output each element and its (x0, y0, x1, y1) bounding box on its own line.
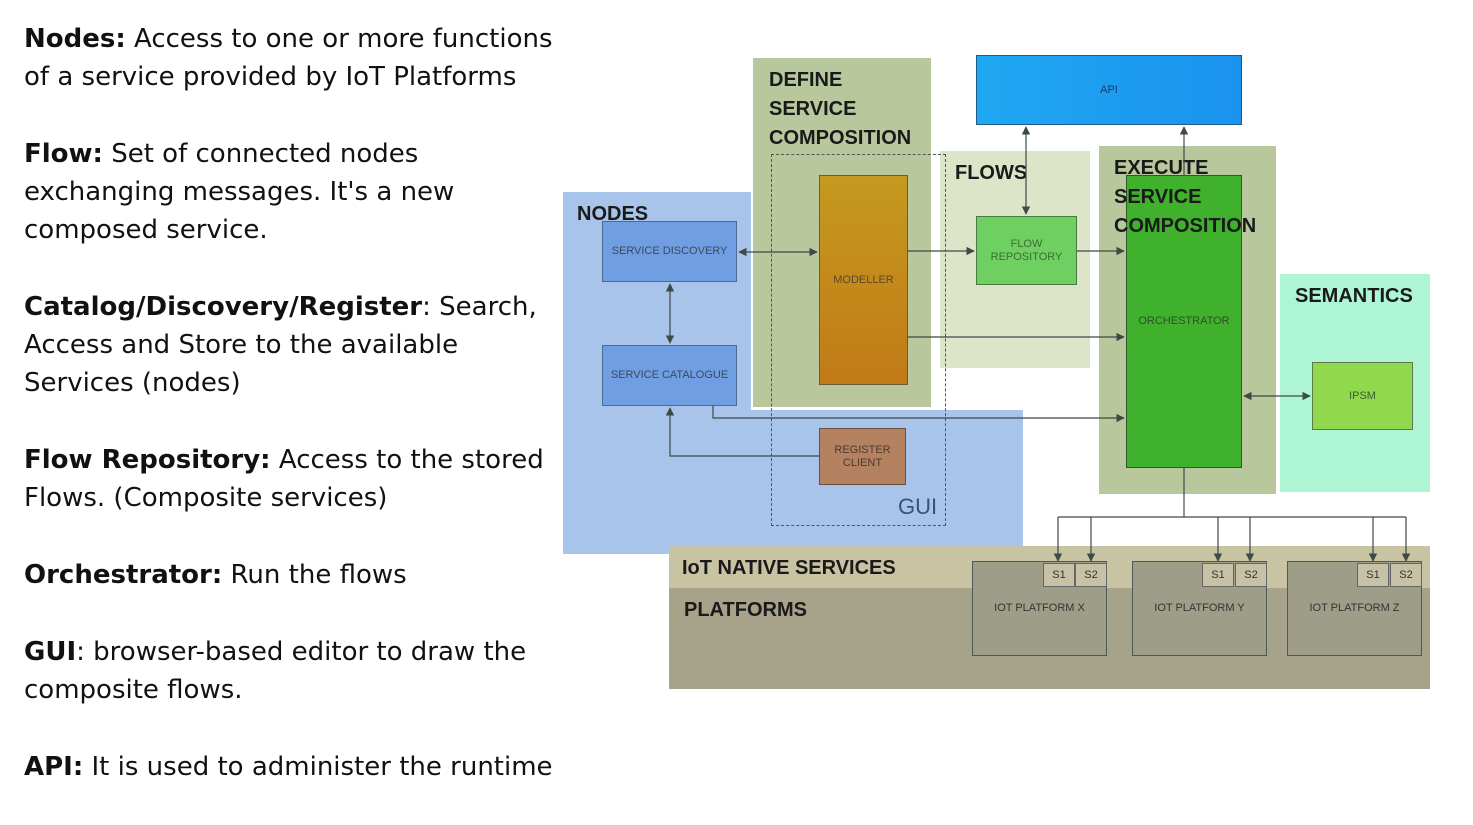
definition-flow: Flow: Set of connected nodes exchanging … (24, 135, 569, 249)
platform-y-s2: S2 (1235, 563, 1267, 587)
description: Access to the stored Flows. (Composite s… (24, 445, 544, 513)
term: Flow Repository: (24, 445, 271, 475)
orchestrator-label: ORCHESTRATOR (1138, 315, 1230, 327)
platform-z-s2: S2 (1390, 563, 1422, 587)
description: Set of connected nodes exchanging messag… (24, 139, 455, 245)
platforms-label: PLATFORMS (684, 599, 807, 621)
flow-repository-line2: REPOSITORY (990, 250, 1063, 263)
definition-nodes: Nodes: Access to one or more functions o… (24, 20, 569, 96)
platform-z-s1: S1 (1357, 563, 1389, 587)
execute-label-line1: EXECUTE (1114, 157, 1209, 179)
define-label-line1: DEFINE (769, 69, 843, 91)
service-discovery-box: SERVICE DISCOVERY (602, 221, 737, 282)
architecture-diagram: GUI NODES DEFINE SERVICE COMPOSITION FLO… (563, 55, 1430, 689)
ipsm-box: IPSM (1312, 362, 1413, 430)
api-box: API (976, 55, 1242, 125)
gui-label: GUI (898, 494, 938, 519)
iot-native-services-label: IoT NATIVE SERVICES (682, 557, 896, 579)
nodes-label: NODES (577, 203, 649, 225)
flows-label: FLOWS (955, 162, 1028, 184)
term: Nodes: (24, 24, 126, 54)
api-label: API (1100, 83, 1118, 96)
semantics-label: SEMANTICS (1295, 285, 1413, 307)
define-label-line3: COMPOSITION (769, 127, 912, 149)
iot-platform-x-label: IOT PLATFORM X (994, 602, 1085, 614)
definition-orchestrator: Orchestrator: Run the flows (24, 556, 569, 594)
description: : Search, Access and Store to the availa… (24, 292, 537, 398)
definitions-panel: Nodes: Access to one or more functions o… (24, 20, 569, 825)
register-client-line1: REGISTER (834, 443, 891, 456)
ipsm-label: IPSM (1349, 389, 1376, 402)
register-client-line2: CLIENT (842, 456, 883, 469)
flow-repository-line1: FLOW (1010, 237, 1043, 250)
orchestrator-box: ORCHESTRATOR (1126, 175, 1242, 468)
term: Catalog/Discovery/Register (24, 292, 423, 322)
definition-flow-repository: Flow Repository: Access to the stored Fl… (24, 441, 569, 517)
execute-label-line3: COMPOSITION (1114, 215, 1257, 237)
description: Run the flows (222, 560, 407, 590)
definition-gui: GUI: browser-based editor to draw the co… (24, 633, 569, 709)
execute-label-line2: SERVICE (1114, 186, 1202, 208)
service-catalogue-label: SERVICE CATALOGUE (610, 369, 729, 381)
description: : browser-based editor to draw the compo… (24, 637, 527, 705)
modeller-box: MODELLER (819, 175, 908, 385)
term: Flow: (24, 139, 103, 169)
platform-y-s1: S1 (1202, 563, 1234, 587)
term: GUI (24, 637, 77, 667)
term: Orchestrator: (24, 560, 223, 590)
modeller-label: MODELLER (833, 273, 894, 286)
define-label-line2: SERVICE (769, 98, 857, 120)
gui-boundary (771, 154, 946, 526)
iot-platform-z-label: IOT PLATFORM Z (1309, 602, 1400, 614)
platform-x-s1: S1 (1043, 563, 1075, 587)
iot-platform-y-label: IOT PLATFORM Y (1154, 602, 1245, 614)
definition-catalog: Catalog/Discovery/Register: Search, Acce… (24, 288, 569, 402)
service-catalogue-box: SERVICE CATALOGUE (602, 345, 737, 406)
service-discovery-label: SERVICE DISCOVERY (611, 245, 728, 257)
platform-x-s2: S2 (1075, 563, 1107, 587)
description: Access to one or more functions of a ser… (24, 24, 553, 92)
